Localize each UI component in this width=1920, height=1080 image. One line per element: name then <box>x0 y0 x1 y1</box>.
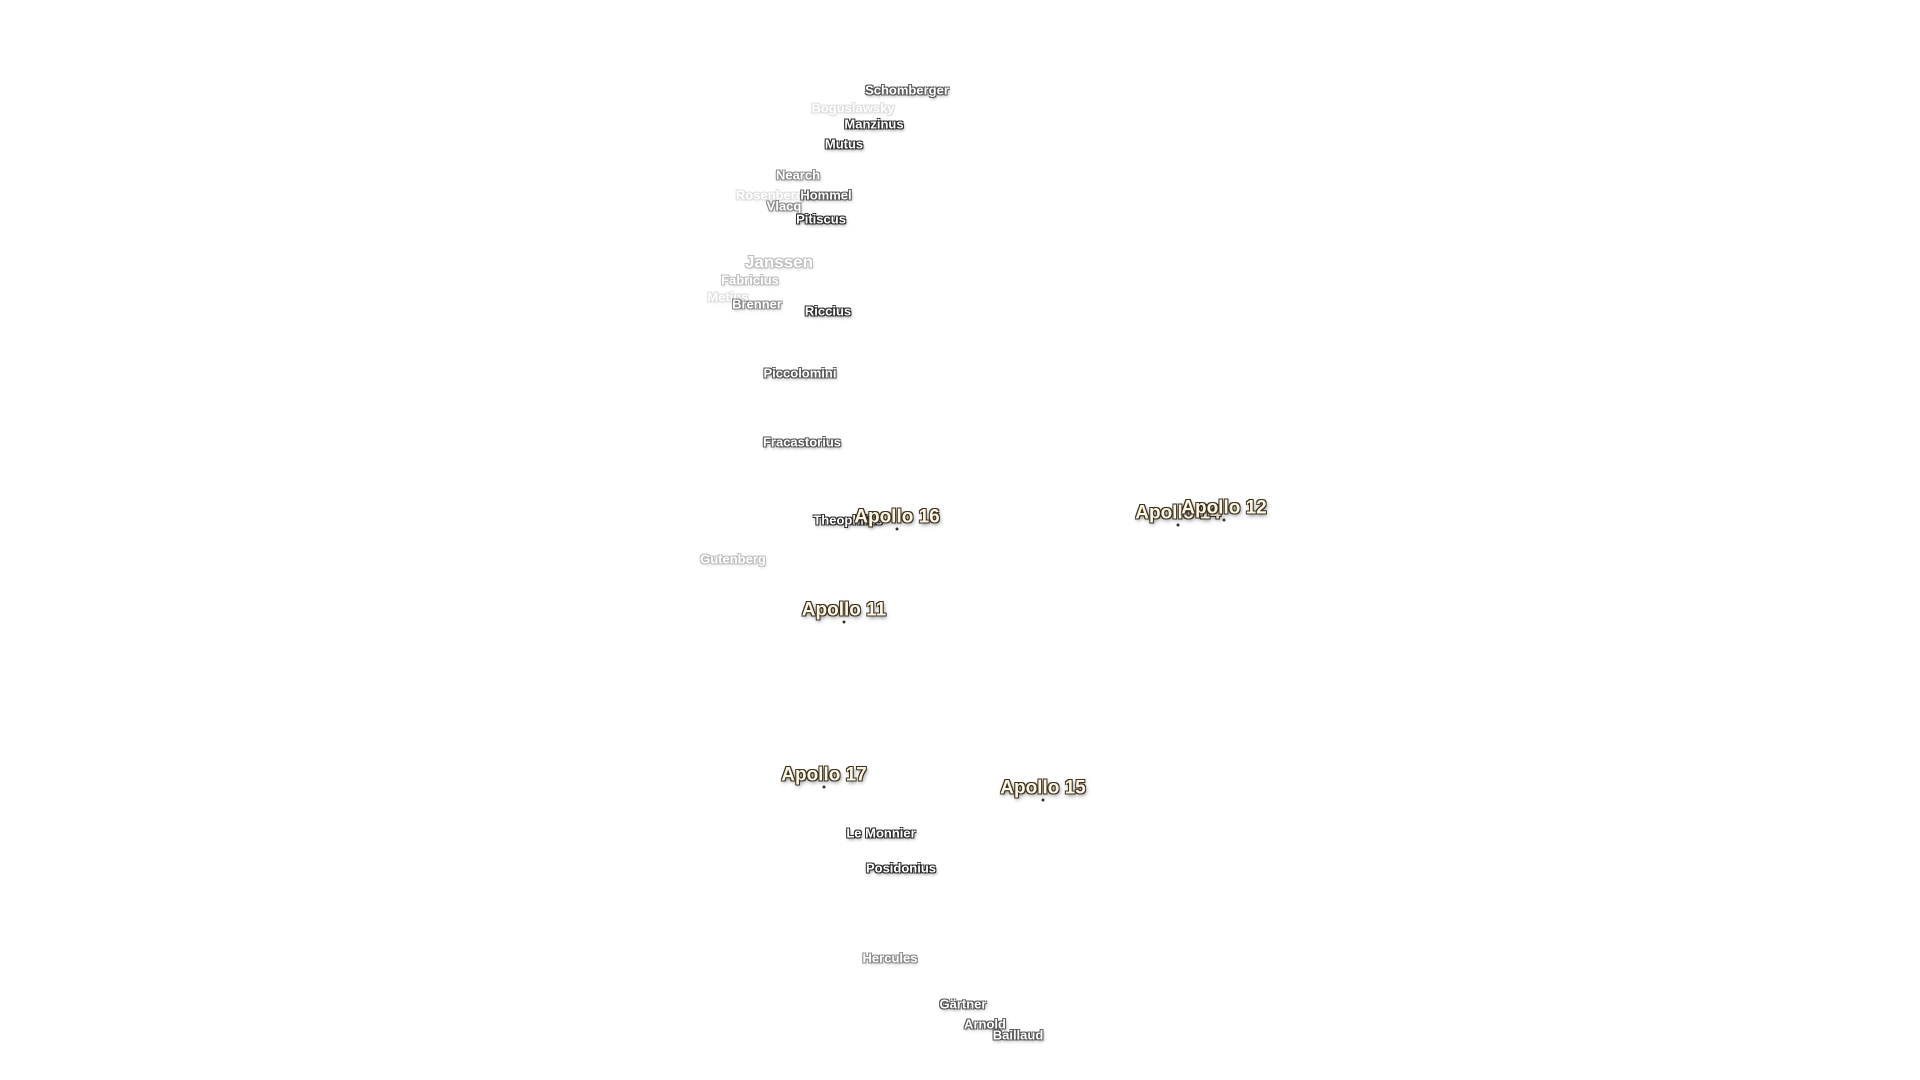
crater-label-arnold[interactable]: Arnold <box>964 1016 1006 1032</box>
crater-label-hercules[interactable]: Hercules <box>862 950 918 966</box>
crater-label-brenner[interactable]: Brenner <box>732 296 782 312</box>
landing-site-marker-apollo-15[interactable] <box>1041 798 1045 802</box>
crater-label-vlacq[interactable]: Vlacq <box>766 198 802 214</box>
landing-site-label-apollo-17[interactable]: Apollo 17 <box>781 764 867 786</box>
crater-label-janssen[interactable]: Janssen <box>744 252 814 272</box>
crater-label-nearch[interactable]: Nearch <box>775 167 821 183</box>
crater-label-mutus[interactable]: Mutus <box>824 136 864 152</box>
crater-label-boguslawsky[interactable]: Boguslawsky <box>811 100 895 116</box>
landing-site-label-apollo-14[interactable]: Apollo 14 <box>1135 502 1221 524</box>
crater-label-schomberger[interactable]: Schomberger <box>865 82 949 98</box>
crater-label-theophilus[interactable]: Theophilus <box>813 512 883 528</box>
landing-site-marker-apollo-17[interactable] <box>822 785 826 789</box>
landing-site-label-apollo-15[interactable]: Apollo 15 <box>1000 777 1086 799</box>
landing-site-marker-apollo-11[interactable] <box>842 620 846 624</box>
crater-label-fracastorius[interactable]: Fracastorius <box>762 434 842 450</box>
crater-label-pitiscus[interactable]: Pitiscus <box>796 211 846 227</box>
crater-label-le-monnier[interactable]: Le Monnier <box>846 825 916 841</box>
landing-site-label-apollo-16[interactable]: Apollo 16 <box>854 506 940 528</box>
crater-label-gartner[interactable]: Gärtner <box>939 996 987 1012</box>
crater-label-manzinus[interactable]: Manzinus <box>844 116 904 132</box>
crater-label-metius[interactable]: Metius <box>707 289 749 305</box>
crater-label-piccolomini[interactable]: Piccolomini <box>763 365 837 381</box>
landing-site-label-apollo-12[interactable]: Apollo 12 <box>1181 497 1267 519</box>
landing-site-label-apollo-11[interactable]: Apollo 11 <box>801 599 887 621</box>
crater-label-rosenberger[interactable]: Rosenberger <box>735 187 817 203</box>
crater-label-baillaud[interactable]: Baillaud <box>992 1027 1044 1043</box>
crater-label-fabricius[interactable]: Fabricius <box>721 272 779 288</box>
crater-label-gutenberg[interactable]: Gutenberg <box>700 551 766 567</box>
landing-site-marker-apollo-16[interactable] <box>895 527 899 531</box>
landing-site-marker-apollo-12[interactable] <box>1222 518 1226 522</box>
landing-site-marker-apollo-14[interactable] <box>1176 523 1180 527</box>
crater-label-riccius[interactable]: Riccius <box>804 303 852 319</box>
crater-label-hommel[interactable]: Hommel <box>800 187 852 203</box>
crater-label-posidonius[interactable]: Posidonius <box>865 860 937 876</box>
